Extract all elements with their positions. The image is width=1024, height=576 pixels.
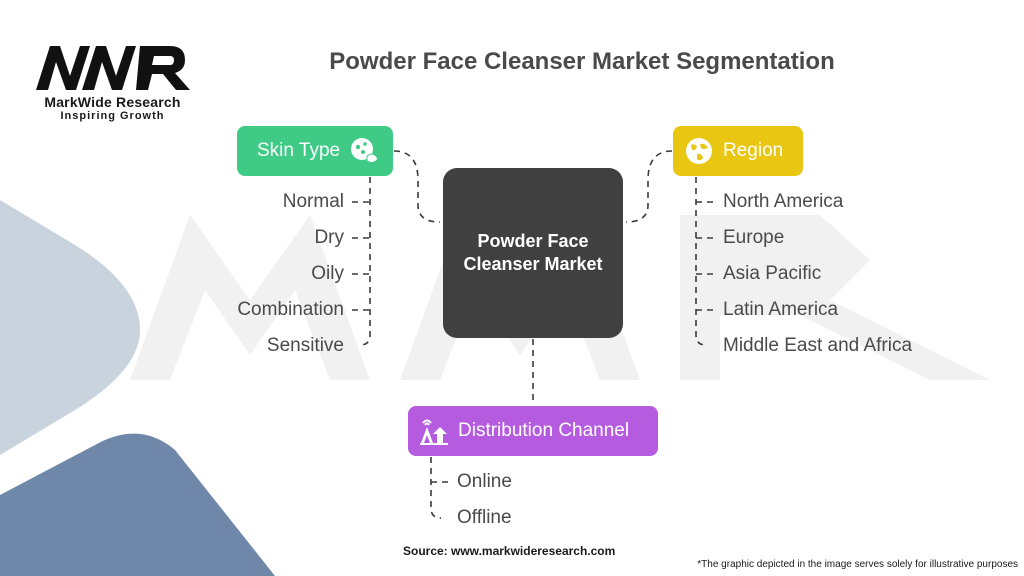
- skin-type-item: Sensitive: [266, 335, 344, 356]
- region-item: North America: [723, 191, 844, 212]
- brand-tagline: Inspiring Growth: [60, 110, 165, 122]
- source-citation: Source: www.markwideresearch.com: [403, 544, 616, 558]
- segment-distribution-label: Distribution Channel: [458, 420, 630, 441]
- region-item: Latin America: [723, 299, 839, 320]
- distribution-icon: [420, 419, 448, 445]
- segment-skin-type-label: Skin Type: [257, 140, 341, 161]
- connector-skin-center: [393, 150, 441, 223]
- skin-type-item: Combination: [237, 299, 344, 320]
- segment-region-label: Region: [723, 140, 784, 161]
- segment-distribution-channel: Distribution Channel: [408, 406, 658, 456]
- face-skin-icon: [351, 138, 379, 164]
- distribution-item: Offline: [457, 507, 512, 528]
- page-title: Powder Face Cleanser Market Segmentation: [329, 48, 835, 75]
- distribution-item: Online: [457, 471, 512, 492]
- connector-region-items: [695, 177, 707, 346]
- connector-region-center: [625, 150, 673, 223]
- region-item: Asia Pacific: [723, 263, 822, 284]
- brand-name: MarkWide Research: [44, 94, 181, 110]
- brand-logo: MarkWide Research Inspiring Growth: [30, 40, 195, 122]
- segment-skin-type: Skin Type: [237, 126, 393, 176]
- region-item: Europe: [723, 227, 785, 248]
- segment-region: Region: [673, 126, 803, 176]
- logo-mark: [36, 46, 190, 90]
- skin-type-item: Normal: [282, 191, 344, 212]
- bg-shape-top: [0, 200, 140, 455]
- connector-skin-items: [359, 177, 371, 346]
- skin-type-item: Oily: [311, 263, 344, 284]
- bg-shape-bottom: [0, 433, 275, 576]
- connector-dist-items: [430, 457, 442, 519]
- globe-icon: [686, 138, 712, 164]
- skin-type-item: Dry: [314, 227, 344, 248]
- disclaimer-note: *The graphic depicted in the image serve…: [697, 559, 1018, 570]
- region-item: Middle East and Africa: [723, 335, 913, 356]
- center-node: Powder Face Cleanser Market: [443, 168, 623, 338]
